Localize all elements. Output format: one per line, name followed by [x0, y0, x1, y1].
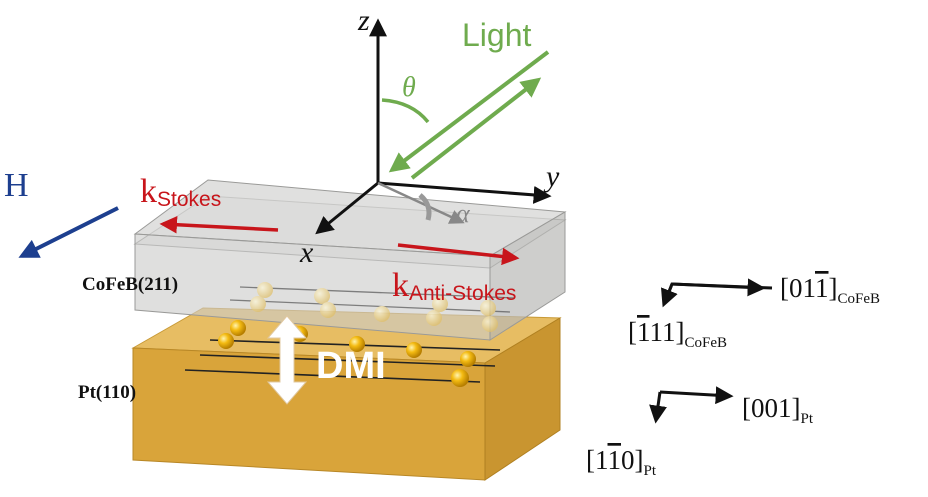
k-anti-stokes-arrow	[397, 243, 520, 266]
field-arrow-icon	[18, 206, 119, 258]
light-scattered-arrow	[410, 77, 542, 180]
theta-label: θ	[402, 72, 416, 103]
pt-atoms	[218, 320, 476, 387]
alpha-angle-arc	[418, 193, 432, 221]
atom	[451, 369, 469, 387]
light-label: Light	[462, 17, 532, 53]
k-stokes-arrow	[159, 215, 279, 234]
in-plane-wavevector-arrow	[377, 181, 465, 224]
y-axis-label: y	[543, 160, 560, 193]
atom	[230, 320, 246, 336]
dmi-label: DMI	[316, 345, 386, 387]
alpha-label: α	[456, 199, 471, 228]
pt-crystal-axes	[649, 386, 734, 424]
k-anti-stokes-symbol: k	[392, 267, 409, 304]
atom	[406, 342, 422, 358]
cofeb-horizontal-axis-arrow	[671, 278, 766, 297]
x-axis	[315, 181, 379, 235]
pt-horizontal-axis-arrow	[659, 386, 734, 405]
atom-row-line	[199, 354, 496, 367]
atom-row-line	[184, 369, 481, 383]
overbar-digit: 1	[815, 273, 829, 303]
pt-layer-front-face	[132, 347, 486, 481]
atom-row-line	[229, 299, 511, 313]
pt-vertical-direction-label: [110]Pt	[586, 445, 657, 479]
coordinate-axes	[315, 18, 552, 235]
dmi-arrow-icon	[266, 315, 308, 405]
atom-row-line	[239, 286, 516, 299]
pt-vertical-axis-arrow	[649, 391, 667, 424]
y-axis	[377, 181, 552, 204]
atom	[460, 351, 476, 367]
light-incident-arrow	[388, 50, 550, 173]
pt-layer-label: Pt(110)	[78, 382, 136, 403]
atom	[426, 310, 442, 326]
atom	[314, 288, 330, 304]
pt-horizontal-direction-label: [001]Pt	[742, 393, 814, 427]
axis-labels: z y x α	[299, 4, 560, 269]
atom	[480, 300, 496, 316]
cofeb-crystal-axes	[660, 278, 773, 308]
k-stokes-subscript: Stokes	[157, 188, 221, 211]
atom	[349, 336, 365, 352]
overbar-digit: 1	[608, 445, 622, 475]
cofeb-atoms	[229, 282, 516, 332]
cofeb-horizontal-direction-label: [011]CoFeB	[780, 273, 880, 307]
k-anti-stokes-subscript: Anti-Stokes	[409, 282, 516, 305]
k-stokes-label: kStokes	[140, 173, 221, 211]
atom	[257, 282, 273, 298]
atom	[320, 302, 336, 318]
k-anti-stokes-label: kAnti-Stokes	[392, 267, 516, 305]
k-stokes-symbol: k	[140, 173, 157, 210]
z-axis-label: z	[357, 4, 370, 37]
overbar-digit: 1	[637, 317, 650, 347]
field-label: H	[4, 167, 29, 204]
light-beam-icon	[381, 50, 550, 180]
atom	[218, 333, 234, 349]
cofeb-vertical-axis-arrow	[660, 283, 678, 308]
pt-layer-side-face	[484, 317, 561, 481]
atom	[250, 296, 266, 312]
atom	[432, 296, 448, 312]
atom	[482, 316, 498, 332]
spin-wave-arrows	[159, 215, 520, 266]
cofeb-vertical-direction-label: [111]CoFeB	[628, 317, 727, 351]
cofeb-layer-label: CoFeB(211)	[82, 274, 178, 295]
x-axis-label: x	[299, 236, 314, 269]
theta-angle-arc	[381, 98, 430, 124]
atom	[374, 306, 390, 322]
